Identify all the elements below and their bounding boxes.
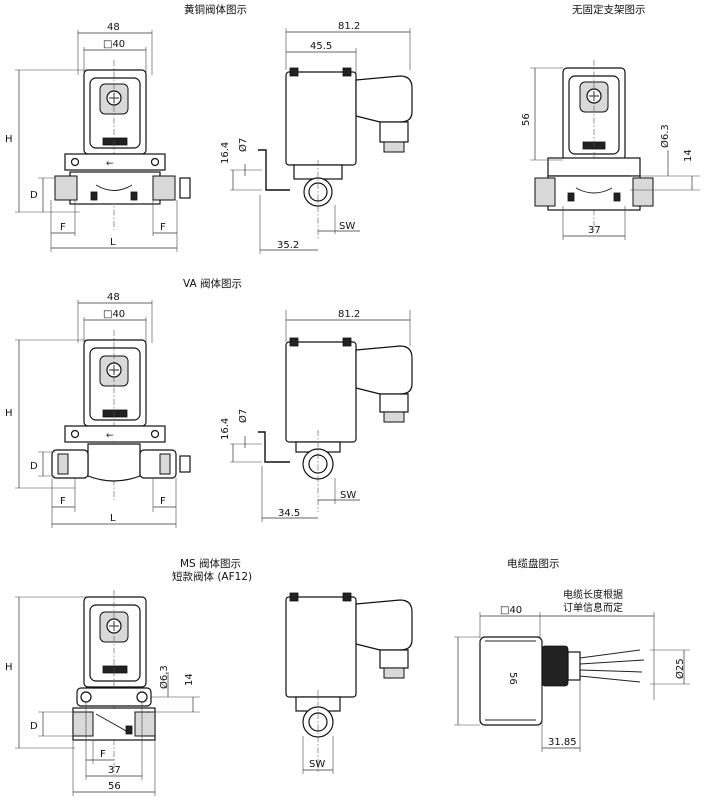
dim-sw-va: SW — [340, 490, 356, 501]
dim-16-4-va: 16.4 — [220, 418, 231, 440]
dim-l: L — [110, 237, 116, 248]
brass-front-view: 48 □40 H D ← — [5, 22, 191, 252]
dim-l-va: L — [110, 513, 116, 524]
svg-text:←: ← — [106, 431, 114, 441]
dim-width-48: 48 — [107, 22, 120, 33]
dim-45-5: 45.5 — [310, 41, 332, 52]
dim-square-40-cable: □40 — [500, 605, 522, 616]
dim-14-ms: 14 — [184, 673, 195, 686]
dim-f-ms: F — [100, 749, 106, 760]
dim-34-5: 34.5 — [278, 508, 300, 519]
dim-56-ms: 56 — [108, 781, 121, 792]
title-va-body: VA 阀体图示 — [183, 277, 242, 290]
title-brass-body: 黄铜阀体图示 — [184, 3, 247, 16]
dim-d-ms: D — [30, 721, 38, 732]
dim-16-4: 16.4 — [220, 142, 231, 164]
dim-length-81-2-va: 81.2 — [338, 309, 360, 320]
ms-front-view: H D Ø6.3 14 — [5, 590, 200, 796]
va-front-view: 48 □40 H ← D — [5, 292, 191, 528]
dim-d: D — [30, 190, 38, 201]
cable-note-line2: 订单信息而定 — [563, 601, 623, 614]
cable-note-line1: 电缆长度根据 — [563, 588, 623, 601]
dim-width-48-va: 48 — [107, 292, 120, 303]
dim-square-40: □40 — [103, 39, 125, 50]
title-cable-plate: 电缆盘图示 — [507, 557, 560, 570]
dim-37-ms: 37 — [108, 765, 121, 776]
ms-side-view: SW — [285, 592, 413, 774]
dim-dia-6-3: Ø6.3 — [659, 124, 671, 148]
title-ms-body: MS 阀体图示 — [180, 557, 241, 570]
dim-f-right-va: F — [160, 496, 166, 507]
brass-side-view: 81.2 45.5 16.4 Ø7 35.2 SW — [220, 21, 413, 254]
dim-h: H — [5, 134, 13, 145]
cable-plate-view: 电缆长度根据 订单信息而定 □40 56 Ø25 31.85 — [454, 588, 690, 752]
dim-sw: SW — [339, 221, 355, 232]
dim-square-40-va: □40 — [103, 309, 125, 320]
dim-35-2: 35.2 — [277, 240, 299, 251]
title-short-body: 短款阀体 (AF12) — [172, 570, 252, 583]
dim-37: 37 — [588, 225, 601, 236]
va-side-view: 81.2 16.4 Ø7 34.5 SW — [220, 309, 413, 522]
dim-dia-7-va: Ø7 — [237, 409, 249, 423]
dim-56-cable: 56 — [507, 672, 518, 685]
dim-dia-6-3-ms: Ø6.3 — [158, 665, 170, 689]
dim-f-left: F — [60, 222, 66, 233]
dim-d-va: D — [30, 461, 38, 472]
dim-sw-ms: SW — [309, 759, 325, 770]
title-no-bracket: 无固定支架图示 — [572, 3, 646, 16]
dim-h-ms: H — [5, 662, 13, 673]
dim-56: 56 — [521, 113, 532, 126]
dim-dia-25: Ø25 — [674, 658, 686, 679]
no-bracket-view: 56 Ø6.3 14 37 — [521, 60, 700, 240]
dim-h-va: H — [5, 408, 13, 419]
dim-f-right: F — [160, 222, 166, 233]
svg-text:←: ← — [106, 159, 114, 169]
dim-dia-7: Ø7 — [237, 138, 249, 152]
dim-f-left-va: F — [60, 496, 66, 507]
dim-31-85: 31.85 — [548, 737, 577, 748]
dim-14: 14 — [683, 149, 694, 162]
dim-length-81-2: 81.2 — [338, 21, 360, 32]
